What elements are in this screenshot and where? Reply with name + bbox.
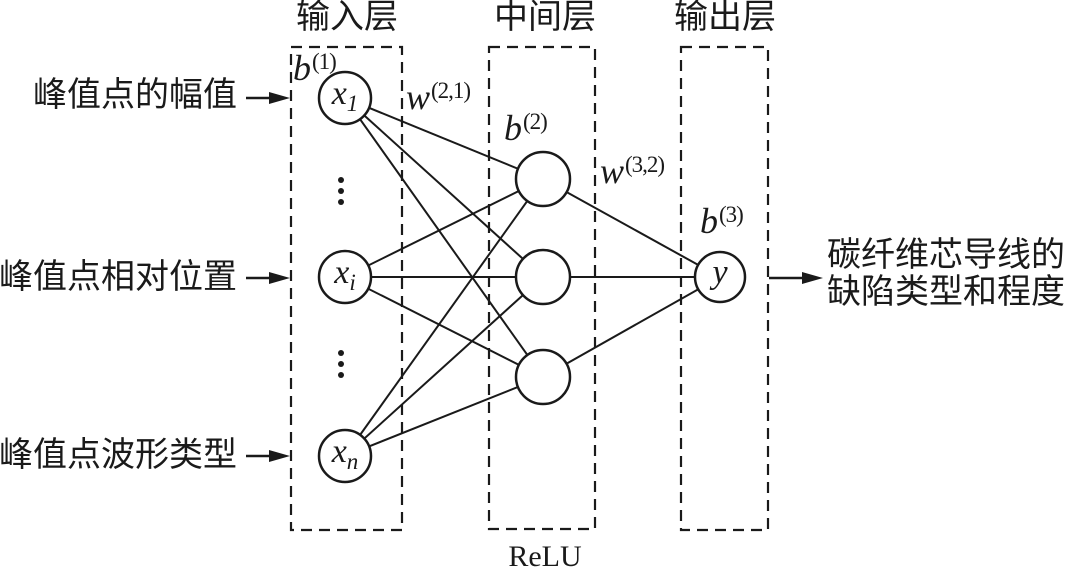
edge-xn-h1 [344, 178, 544, 457]
output-description: 碳纤维芯导线的 缺陷类型和程度 [827, 237, 1065, 311]
node-xn-label: xn [331, 433, 359, 475]
node-x1-label: x1 [331, 75, 359, 117]
activation-label: ReLU [508, 540, 582, 568]
input-arrow-head-2 [269, 272, 290, 284]
output-layer-title: 输出层 [674, 0, 776, 36]
edge-x1-h3 [344, 97, 544, 378]
bias-label-b2: b(2) [504, 108, 548, 148]
edge-x1-h2 [344, 97, 544, 278]
node-x1 [317, 70, 373, 126]
weight-label-w21: w(2,1) [406, 77, 471, 117]
edge-xi-h3 [344, 276, 544, 378]
edge-h1-y [542, 178, 721, 278]
output-arrow [769, 272, 823, 284]
hidden-layer-box [487, 45, 597, 531]
input-arrows [246, 92, 290, 462]
edge-h3-y [542, 276, 721, 378]
node-y [693, 250, 747, 304]
input-feature-label-waveform: 峰值点波形类型 [0, 437, 237, 474]
node-y-label: y [712, 254, 728, 292]
edge-x1-h1 [344, 97, 544, 180]
ellipsis-dots-lower [338, 350, 344, 378]
input-arrow-head-1 [269, 92, 290, 104]
node-h1 [514, 150, 572, 208]
edges [344, 97, 721, 457]
node-xi [317, 249, 373, 305]
ellipsis-dots-upper [338, 177, 344, 205]
node-h2 [514, 248, 572, 306]
input-arrow-head-3 [269, 450, 290, 462]
input-feature-label-amplitude: 峰值点的幅值 [33, 77, 237, 114]
edge-xn-h2 [344, 276, 544, 457]
edge-xn-h3 [344, 376, 544, 457]
node-h3 [514, 348, 572, 406]
output-layer-box [679, 45, 770, 532]
input-layer-title: 输入层 [296, 0, 398, 36]
hidden-layer-title: 中间层 [494, 0, 596, 36]
input-feature-label-position: 峰值点相对位置 [0, 259, 237, 296]
input-layer-box [289, 45, 404, 532]
bias-label-b3: b(3) [700, 201, 744, 241]
edge-xi-h1 [344, 178, 544, 278]
output-arrow-head [802, 272, 823, 284]
weight-label-w32: w(3,2) [600, 151, 665, 191]
output-description-line1: 碳纤维芯导线的 [827, 237, 1065, 274]
bias-label-b1: b(1) [293, 48, 337, 88]
node-xn [317, 428, 373, 484]
node-xi-label: xi [334, 254, 356, 296]
output-description-line2: 缺陷类型和程度 [827, 274, 1065, 311]
